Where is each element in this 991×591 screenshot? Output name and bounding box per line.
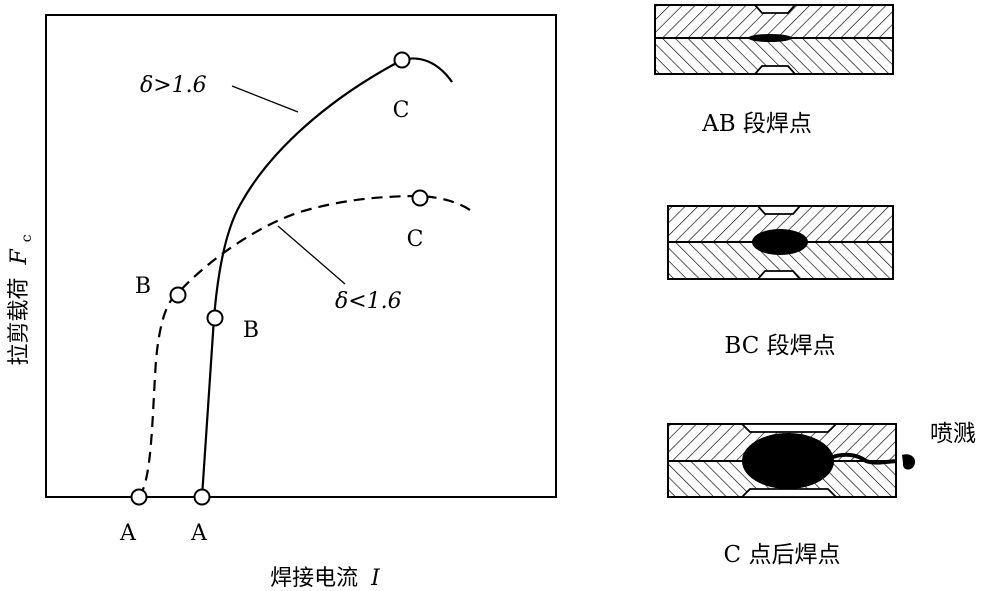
lower-curve-label: δ<1.6 bbox=[335, 289, 402, 314]
weld-nugget bbox=[748, 34, 792, 42]
upper-point-b-marker bbox=[206, 309, 224, 327]
electrode-indent-top bbox=[739, 423, 839, 433]
bottom-plate bbox=[654, 37, 894, 75]
y-axis-symbol: F bbox=[7, 249, 32, 266]
load-current-graph: 拉剪载荷 F c 焊接电流 I A A B B C C δ>1.6 δ<1 bbox=[7, 14, 557, 591]
x-axis-label: 焊接电流 I bbox=[270, 566, 381, 591]
upper-point-c-label: C bbox=[393, 98, 410, 123]
electrode-indent-top bbox=[753, 4, 797, 14]
y-axis-label: 拉剪载荷 F c bbox=[7, 234, 35, 365]
upper-point-a-label: A bbox=[190, 521, 208, 546]
upper-curve-leader bbox=[231, 85, 299, 113]
x-axis-symbol: I bbox=[370, 566, 381, 591]
electrode-indent-top bbox=[756, 205, 802, 215]
section-caption: BC 段焊点 bbox=[724, 333, 835, 359]
upper-curve-label: δ>1.6 bbox=[140, 73, 207, 98]
electrode-indent-bottom bbox=[753, 65, 797, 75]
spatter-trail bbox=[829, 452, 897, 465]
upper-curve-line bbox=[200, 57, 453, 498]
weld-nugget bbox=[752, 229, 808, 255]
spatter-label: 喷溅 bbox=[930, 421, 976, 447]
lower-point-a-marker bbox=[130, 488, 148, 506]
lower-point-c-marker bbox=[411, 189, 429, 207]
y-axis-text: 拉剪载荷 bbox=[7, 278, 32, 366]
bottom-plate bbox=[667, 241, 894, 280]
weld-section-ab: AB 段焊点 bbox=[654, 4, 894, 137]
lower-point-b-label: B bbox=[135, 274, 151, 299]
electrode-indent-bottom bbox=[756, 270, 802, 280]
lower-point-b-marker bbox=[169, 286, 187, 304]
lower-point-c-label: C bbox=[407, 227, 424, 252]
lower-curve-leader bbox=[277, 225, 346, 285]
upper-point-b-label: B bbox=[243, 318, 259, 343]
section-caption: AB 段焊点 bbox=[701, 111, 812, 137]
weld-section-bc: BC 段焊点 bbox=[667, 205, 894, 359]
upper-point-a-marker bbox=[193, 488, 211, 506]
weld-section-c: 喷溅 C 点后焊点 bbox=[667, 421, 976, 568]
x-axis-text: 焊接电流 bbox=[270, 566, 358, 591]
spatter-droplet bbox=[902, 454, 916, 470]
lower-point-a-label: A bbox=[119, 521, 137, 546]
section-caption: C 点后焊点 bbox=[724, 542, 841, 568]
weld-nugget bbox=[742, 433, 834, 489]
upper-point-c-marker bbox=[393, 51, 411, 69]
plot-frame bbox=[45, 14, 557, 498]
y-axis-subscript: c bbox=[19, 234, 35, 242]
electrode-indent-bottom bbox=[739, 488, 839, 498]
